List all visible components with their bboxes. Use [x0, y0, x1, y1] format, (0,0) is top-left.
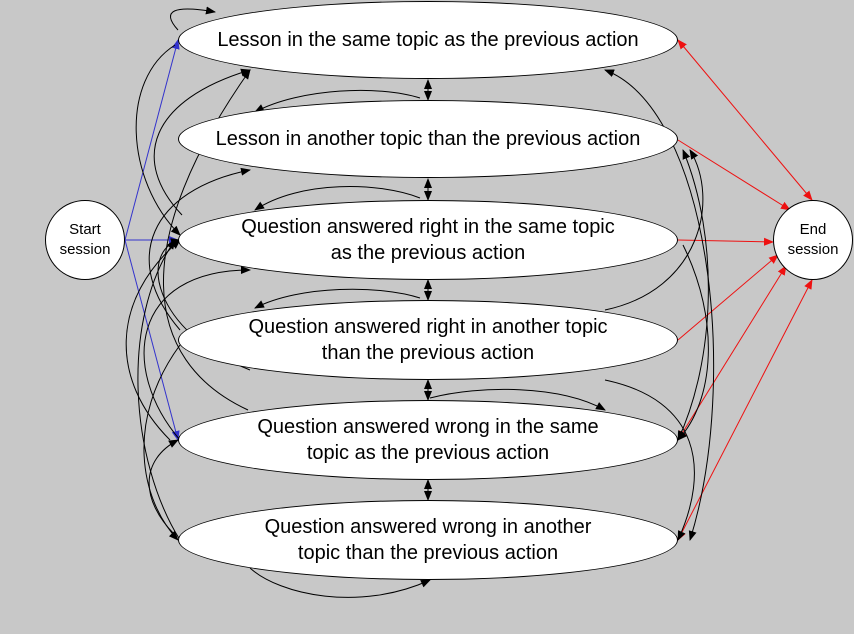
start-session-node: Start session: [45, 200, 125, 280]
node-question-wrong-same-topic: Question answered wrong in the same topi…: [178, 400, 678, 480]
start-session-label: Start session: [59, 220, 111, 258]
node-lesson-same-topic: Lesson in the same topic as the previous…: [178, 1, 678, 79]
node-question-right-same-topic-label: Question answered right in the same topi…: [241, 216, 615, 264]
edge-question-wrong-other-to-end: [677, 279, 813, 541]
node-question-wrong-another-topic: Question answered wrong in another topic…: [178, 500, 678, 580]
node-question-right-another-topic: Question answered right in another topic…: [178, 300, 678, 380]
node-question-right-another-topic-label: Question answered right in another topic…: [248, 316, 608, 364]
end-edges: [677, 39, 813, 541]
node-lesson-another-topic-label: Lesson in another topic than the previou…: [215, 128, 641, 150]
edge-question-right-same-to-end: [677, 237, 774, 246]
node-question-right-same-topic: Question answered right in the same topi…: [178, 200, 678, 280]
end-session-node: End session: [773, 200, 853, 280]
edge-lesson-other-to-end: [677, 139, 791, 211]
edge-start-to-question-wrong-same: [124, 239, 180, 441]
node-lesson-same-topic-label: Lesson in the same topic as the previous…: [217, 29, 639, 51]
edge-lesson-same-to-end: [677, 39, 813, 201]
curved-edges: [125, 6, 715, 598]
node-question-wrong-same-topic-label: Question answered wrong in the same topi…: [257, 416, 599, 464]
end-session-label: End session: [787, 220, 839, 258]
edge-start-to-lesson-same: [124, 39, 180, 241]
node-question-wrong-another-topic-label: Question answered wrong in another topic…: [264, 516, 592, 564]
node-lesson-another-topic: Lesson in another topic than the previou…: [178, 100, 678, 178]
edge-question-wrong-same-to-end: [677, 265, 787, 441]
